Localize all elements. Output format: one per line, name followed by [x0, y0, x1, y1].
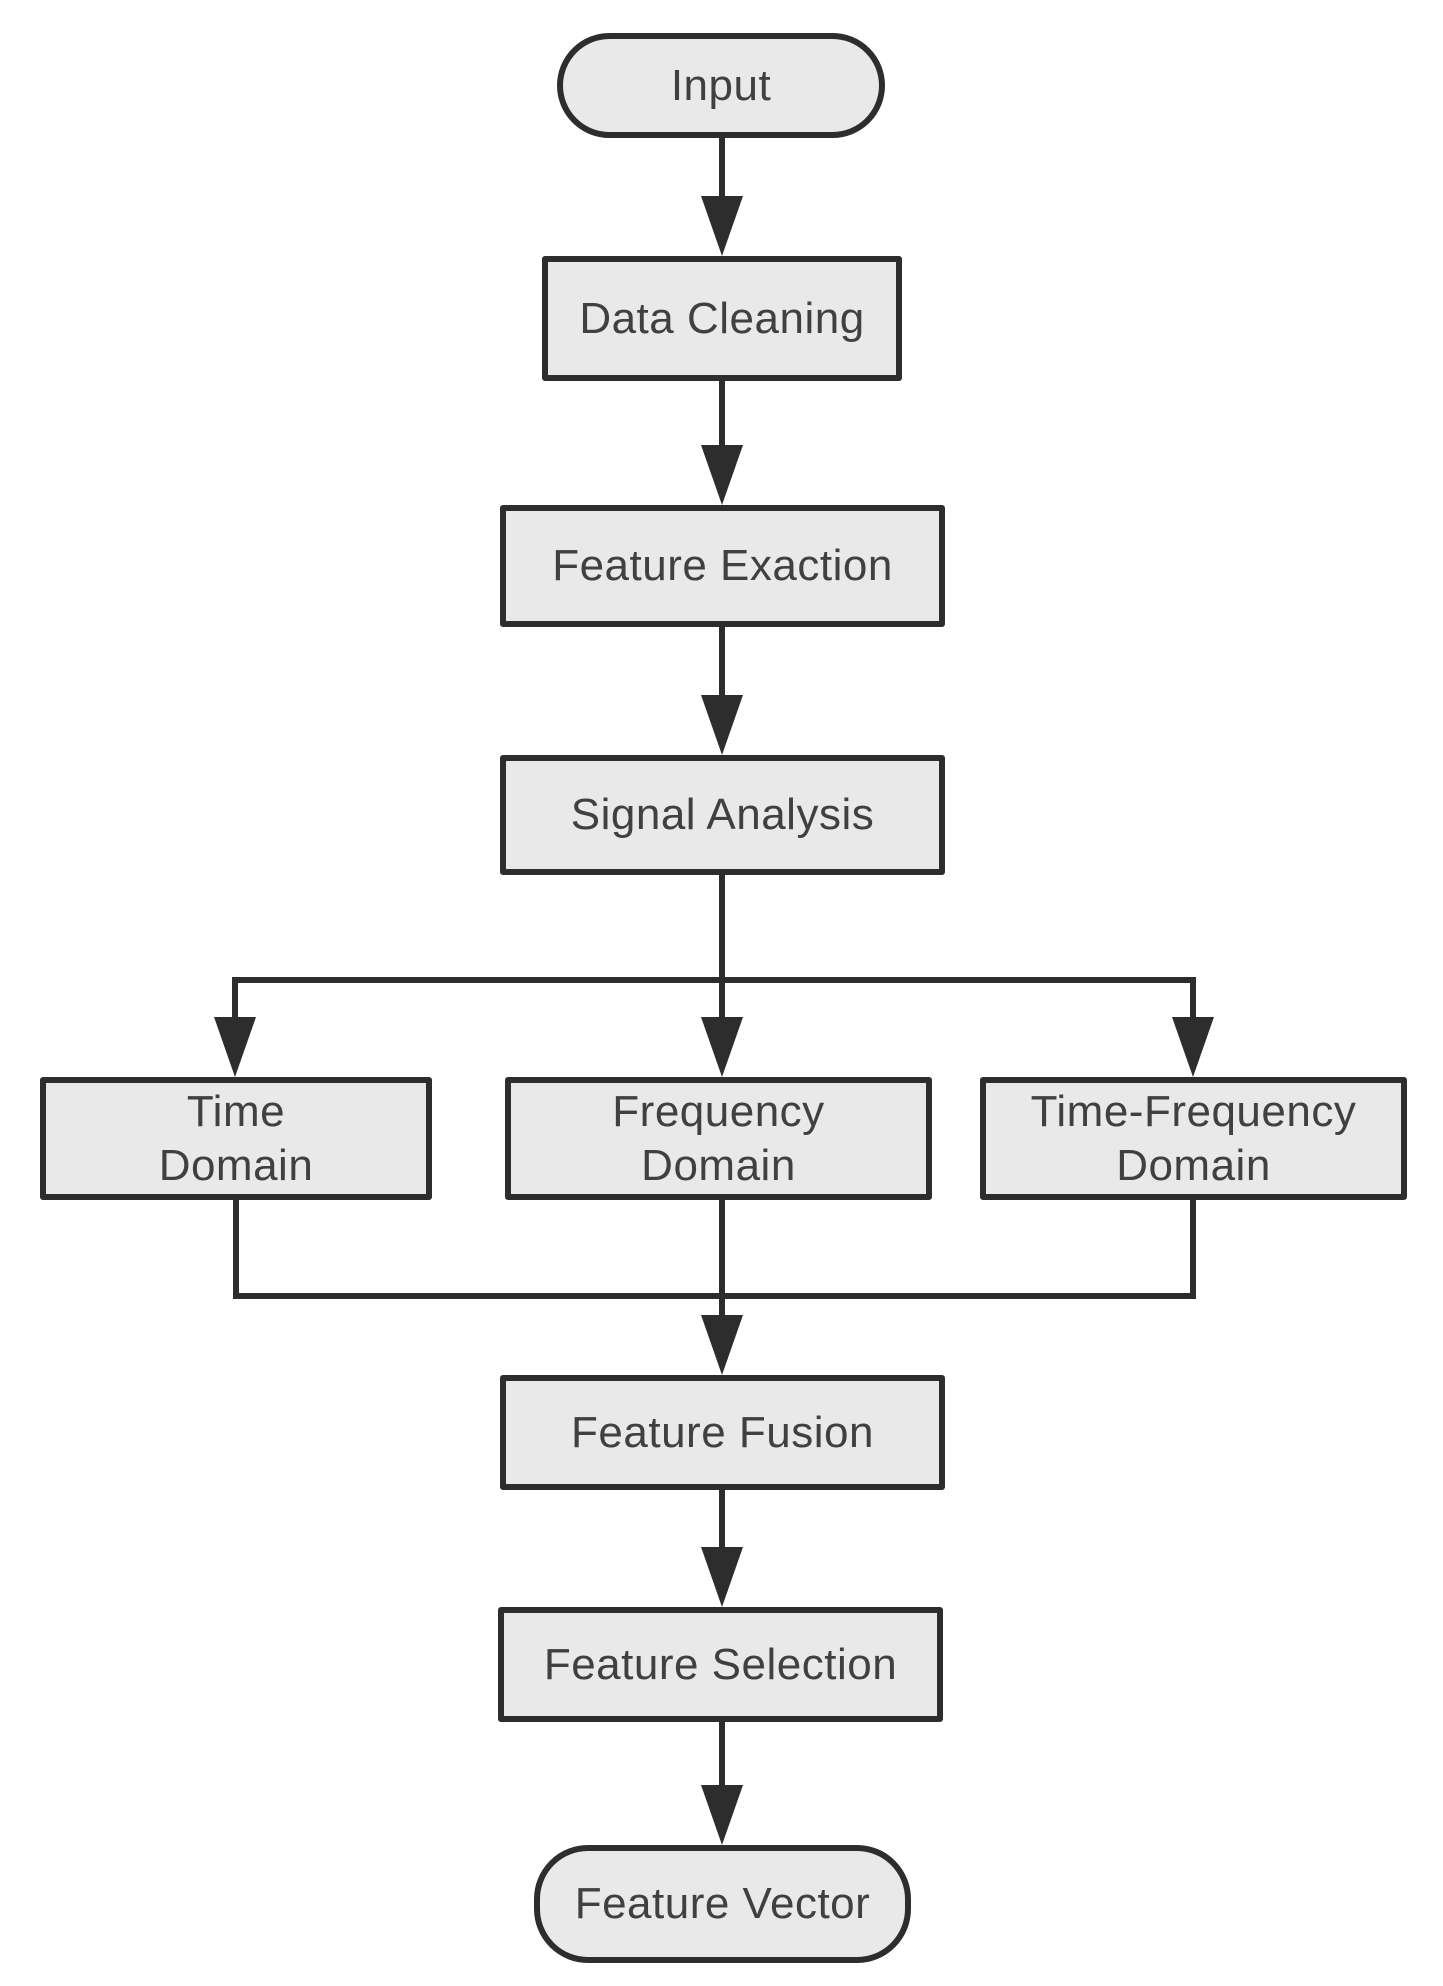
node-input-label: Input	[670, 60, 772, 110]
edge-signal-analysis-to-time-frequency-domain	[1172, 977, 1214, 1077]
node-feature-vector: Feature Vector	[534, 1845, 911, 1963]
edge-signal-analysis-to-time-domain	[214, 977, 256, 1077]
node-input: Input	[557, 33, 885, 138]
node-feature-vector-label: Feature Vector	[574, 1879, 871, 1929]
node-time-domain-label: Time Domain	[158, 1086, 314, 1190]
node-time-frequency-domain: Time-Frequency Domain	[980, 1077, 1407, 1200]
edge-merge-to-feature-fusion	[701, 1296, 743, 1375]
node-data-cleaning: Data Cleaning	[542, 256, 902, 381]
edge-input-to-data-cleaning	[701, 138, 743, 256]
edge-signal-analysis-to-frequency-domain	[701, 980, 743, 1077]
edge-feature-selection-to-feature-vector	[701, 1722, 743, 1845]
node-signal-analysis-label: Signal Analysis	[570, 790, 875, 840]
node-feature-fusion: Feature Fusion	[500, 1375, 945, 1490]
edge-domains-merge-trunk	[233, 1197, 1196, 1299]
node-data-cleaning-label: Data Cleaning	[579, 293, 865, 343]
edge-feature-exaction-to-signal-analysis	[701, 627, 743, 755]
edge-data-cleaning-to-feature-exaction	[701, 381, 743, 505]
edge-feature-fusion-to-feature-selection	[701, 1490, 743, 1607]
node-signal-analysis: Signal Analysis	[500, 755, 945, 875]
node-feature-exaction: Feature Exaction	[500, 505, 945, 627]
node-time-frequency-domain-label: Time-Frequency Domain	[1030, 1086, 1357, 1190]
node-frequency-domain: Frequency Domain	[505, 1077, 932, 1200]
node-feature-exaction-label: Feature Exaction	[552, 541, 893, 591]
node-frequency-domain-label: Frequency Domain	[612, 1086, 825, 1190]
node-time-domain: Time Domain	[40, 1077, 432, 1200]
edge-signal-analysis-split-trunk	[232, 872, 1196, 983]
node-feature-selection: Feature Selection	[498, 1607, 943, 1722]
node-feature-selection-label: Feature Selection	[543, 1639, 898, 1689]
node-feature-fusion-label: Feature Fusion	[571, 1407, 874, 1457]
